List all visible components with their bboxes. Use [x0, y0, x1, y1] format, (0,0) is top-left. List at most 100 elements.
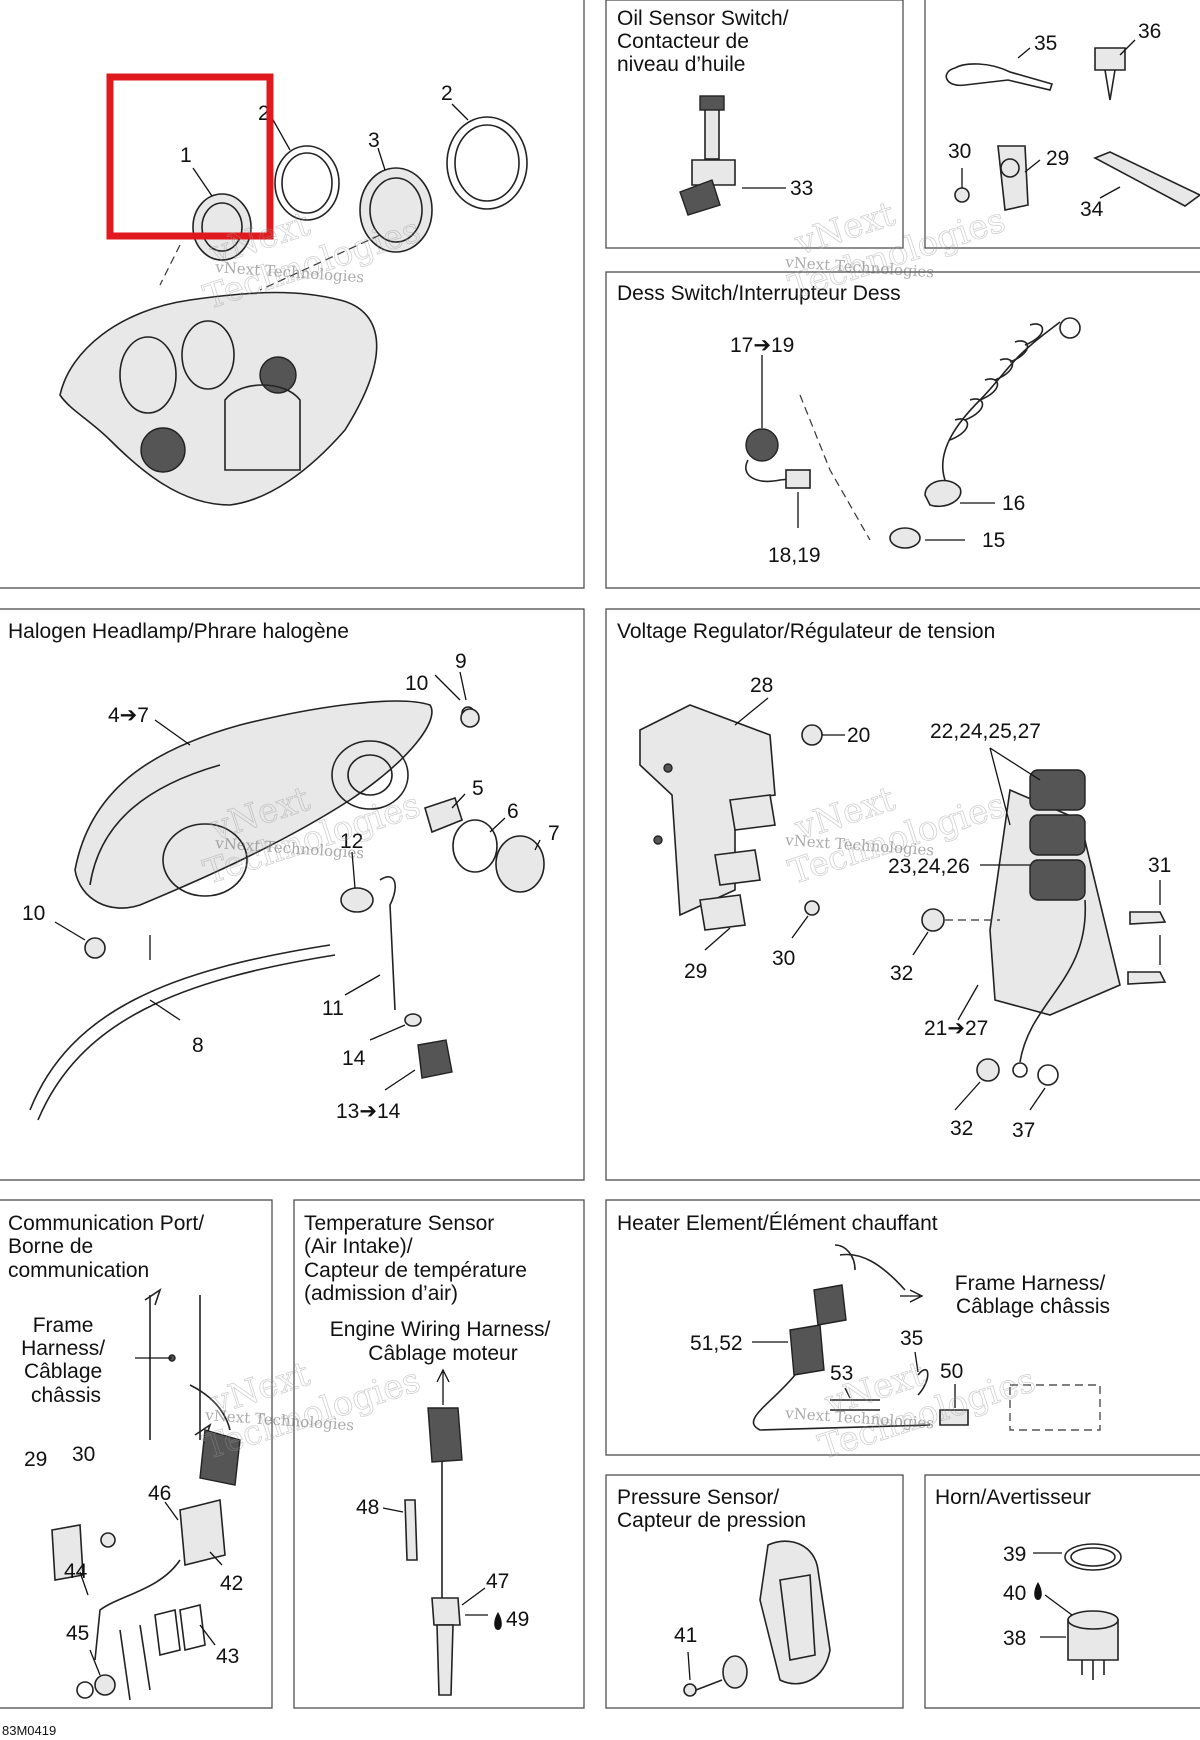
comm-bracket-break: [119, 1624, 151, 1701]
leader-37: [1029, 1087, 1046, 1111]
cap-7: [495, 835, 545, 893]
panel-dess: Dess Switch/Interrupteur Dess 17➔19 16 1…: [617, 282, 1081, 567]
pressure-title: Pressure Sensor/ Capteur de pression: [617, 1486, 806, 1532]
callout-21-27: 21➔27: [924, 1017, 988, 1040]
sealant-40-icon: [1034, 1582, 1042, 1600]
panel-regulator: Voltage Regulator/Régulateur de tension …: [617, 620, 1171, 1142]
panel-hardware: 35 36 30 29 34: [945, 20, 1200, 221]
screw-30: [954, 187, 970, 203]
nut-10: [84, 937, 106, 959]
dess-key-16: [924, 479, 962, 507]
panel-headlamp-frame: [0, 608, 585, 1181]
dashboard-gauge-opening-right: [181, 320, 235, 390]
callout-37: 37: [1012, 1119, 1035, 1142]
dess-switch-wire: [745, 459, 801, 482]
leader-42: [209, 1551, 223, 1566]
horn-title: Horn/Avertisseur: [935, 1486, 1091, 1509]
comm-connector-harness: [199, 1429, 241, 1486]
callout-31: 31: [1148, 854, 1171, 877]
callout-35: 35: [900, 1327, 923, 1350]
washer-10-top: [460, 708, 480, 728]
horn-pins: [1081, 1660, 1105, 1680]
leader-46: [164, 1501, 179, 1521]
callout-4-7: 4➔7: [108, 704, 149, 727]
callout-53: 53: [830, 1362, 853, 1385]
heater-element-50: [939, 1409, 969, 1426]
sealant-49-icon: [494, 1612, 502, 1630]
leader-8: [149, 999, 181, 1021]
comm-port-harness-label: Frame Harness/ Câblage châssis: [21, 1314, 111, 1407]
callout-13-14: 13➔14: [336, 1100, 401, 1123]
heater-wire-loop: [834, 1244, 856, 1271]
callout-49: 49: [506, 1608, 529, 1631]
callout-38: 38: [1003, 1627, 1026, 1650]
callout-43: 43: [216, 1645, 239, 1668]
leader-32-a: [912, 931, 929, 956]
pressure-sensor-window: [779, 1574, 816, 1661]
callout-51-52: 51,52: [690, 1332, 743, 1355]
ring-terminal: [1012, 1062, 1028, 1078]
oil-sensor-title: Oil Sensor Switch/ Contacteur de niveau …: [617, 7, 794, 76]
callout-9: 9: [455, 650, 467, 673]
dashboard-small-gauge-2: [259, 356, 297, 394]
callout-16: 16: [1002, 492, 1025, 515]
nut-32-b: [976, 1058, 1000, 1082]
grommet-12: [340, 887, 374, 913]
callout-34: 34: [1080, 198, 1104, 221]
connector-24: [1029, 859, 1086, 901]
leader-11: [344, 974, 381, 996]
ring-39: [1064, 1543, 1122, 1571]
temp-sensor-connector: [427, 1407, 463, 1463]
leader-4-7: [154, 719, 191, 746]
figure-id: 83M0419: [2, 1723, 56, 1738]
headlamp-housing: [74, 700, 433, 909]
strip-8-edge: [37, 954, 336, 1121]
callout-41: 41: [674, 1624, 697, 1647]
dess-cord-loop: [1059, 317, 1081, 339]
leader-3: [377, 147, 386, 171]
panel-horn-frame: [924, 1474, 1200, 1709]
horn-top: [1067, 1610, 1119, 1630]
strip-34: [1093, 151, 1200, 207]
leader-34: [1099, 186, 1121, 199]
headlamp-reflector-right-inner: [347, 754, 393, 796]
connector-22: [1029, 769, 1086, 811]
leader-48: [382, 1507, 404, 1513]
panel-pressure: Pressure Sensor/ Capteur de pression 41: [617, 1486, 831, 1697]
leader-53: [844, 1387, 851, 1399]
leader-30: [791, 915, 809, 939]
callout-18-19: 18,19: [768, 544, 821, 567]
oil-sensor-stem: [704, 103, 720, 160]
callout-5: 5: [472, 777, 484, 800]
leader-36: [1119, 39, 1136, 56]
comm-connector-46: [179, 1498, 226, 1567]
screw-36-shank: [1104, 69, 1116, 101]
clip-29-b: [714, 849, 761, 886]
regulator-title: Voltage Regulator/Régulateur de tension: [617, 620, 995, 643]
leader-12: [351, 851, 356, 889]
ring-2-front: [274, 145, 340, 221]
screw-30: [100, 1532, 116, 1548]
panel-temp-sensor-frame: [293, 1199, 585, 1709]
frame-harness-rails: [149, 1295, 201, 1440]
panel-temp-sensor: Temperature Sensor (Air Intake)/ Capteur…: [304, 1212, 551, 1696]
dess-assembly-line: [799, 394, 871, 541]
temp-sensor-nut-47: [431, 1597, 461, 1626]
panel-heater-frame: [605, 1199, 1200, 1456]
heater-harness-label: Frame Harness/ Câblage châssis: [955, 1272, 1111, 1318]
panel-comm-port: Communication Port/ Borne de communicati…: [8, 1212, 243, 1701]
gauge-assembly-line-2: [259, 234, 381, 291]
callout-10-top: 10: [405, 672, 428, 695]
temp-sensor-title: Temperature Sensor (Air Intake)/ Capteur…: [304, 1212, 533, 1305]
clip-14: [404, 1013, 422, 1027]
callout-22-24-25-27: 22,24,25,27: [930, 720, 1041, 743]
leader-29: [704, 927, 731, 951]
callout-39: 39: [1003, 1543, 1026, 1566]
callout-2b: 2: [441, 82, 453, 105]
callout-3: 3: [368, 129, 380, 152]
oil-sensor-connector: [679, 179, 721, 216]
callout-2a: 2: [258, 102, 270, 125]
bracket-hole: [663, 763, 673, 773]
cable-tie-35: [917, 1368, 929, 1396]
